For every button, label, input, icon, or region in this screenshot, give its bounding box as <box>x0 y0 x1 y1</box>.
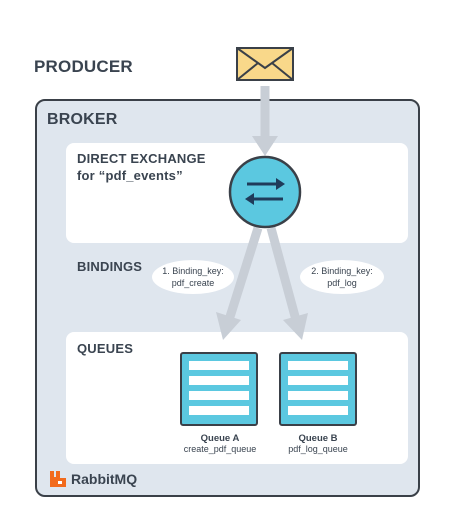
bindings-label: BINDINGS <box>77 259 143 274</box>
binding-2-line1: 2. Binding_key: <box>311 266 373 276</box>
exchange-label-line1: DIRECT EXCHANGE <box>77 151 206 166</box>
binding-1-line1: 1. Binding_key: <box>162 266 224 276</box>
binding-bubble-1: 1. Binding_key: pdf_create <box>152 260 234 294</box>
queue-b-id: pdf_log_queue <box>288 444 348 454</box>
producer-to-exchange-arrow <box>252 86 278 156</box>
exchange-to-queue-a-arrow <box>216 226 263 340</box>
exchange-swap-icon <box>228 155 302 229</box>
queue-a-caption: Queue A create_pdf_queue <box>165 433 275 455</box>
binding-2-line2: pdf_log <box>327 278 357 288</box>
exchange-label-line2: for “pdf_events” <box>77 168 183 183</box>
producer-label: PRODUCER <box>34 57 133 76</box>
binding-bubble-2: 2. Binding_key: pdf_log <box>300 260 384 294</box>
rabbitmq-logo-text: RabbitMQ <box>71 471 138 487</box>
broker-label: BROKER <box>47 111 118 128</box>
rabbitmq-logo: RabbitMQ <box>49 470 137 488</box>
exchange-label: DIRECT EXCHANGE for “pdf_events” <box>77 150 206 184</box>
queue-b-caption: Queue B pdf_log_queue <box>263 433 373 455</box>
rabbitmq-logo-icon <box>50 471 66 487</box>
binding-1-line2: pdf_create <box>171 278 215 288</box>
queue-b-icon <box>279 352 357 426</box>
queue-a-icon <box>180 352 258 426</box>
queue-a-id: create_pdf_queue <box>183 444 257 454</box>
queue-b-name: Queue B <box>298 433 338 444</box>
envelope-icon <box>236 47 294 81</box>
exchange-to-queue-b-arrow <box>266 226 308 340</box>
queues-label: QUEUES <box>77 341 134 356</box>
queue-a-name: Queue A <box>200 433 240 444</box>
